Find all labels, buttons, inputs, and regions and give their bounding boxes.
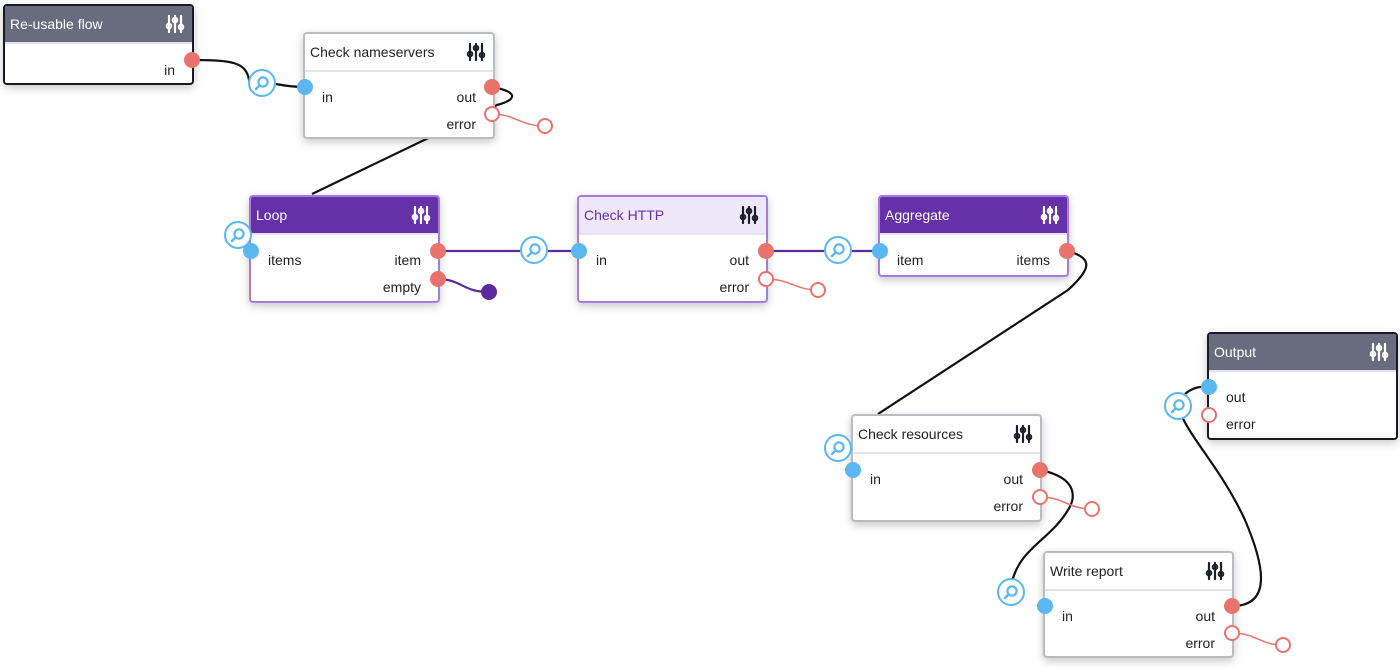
magnifier-icon <box>1170 399 1185 414</box>
port-output-out[interactable] <box>1201 379 1217 395</box>
port-label-out: out <box>729 252 749 268</box>
port-write-report-out[interactable] <box>1224 598 1240 614</box>
inspect-button[interactable] <box>248 69 276 97</box>
port-label-items: items <box>268 252 302 268</box>
settings-icon[interactable] <box>739 205 759 225</box>
inspect-button[interactable] <box>520 236 548 264</box>
node-header: Loop <box>251 197 438 235</box>
port-label-in: in <box>870 471 881 487</box>
inspect-button[interactable] <box>824 236 852 264</box>
node-loop[interactable]: Loop items item empty <box>249 195 440 303</box>
port-write-report-in[interactable] <box>1037 598 1053 614</box>
port-aggregate-items[interactable] <box>1059 243 1075 259</box>
node-header: Check nameservers <box>305 34 493 72</box>
node-header: Check resources <box>853 416 1040 454</box>
port-label-out: out <box>1226 389 1246 405</box>
magnifier-icon <box>254 76 269 91</box>
node-write-report[interactable]: Write report in out error <box>1043 551 1234 658</box>
free-connector[interactable] <box>810 282 826 298</box>
port-output-error[interactable] <box>1201 407 1217 423</box>
port-check-http-error[interactable] <box>758 271 774 287</box>
node-header: Aggregate <box>880 197 1067 235</box>
port-label-item: item <box>897 252 924 268</box>
port-label-error: error <box>446 116 476 132</box>
port-check-nameservers-error[interactable] <box>484 106 500 122</box>
settings-icon[interactable] <box>165 14 185 34</box>
node-header: Check HTTP <box>579 197 766 235</box>
settings-icon[interactable] <box>1040 205 1060 225</box>
port-check-resources-in[interactable] <box>845 462 861 478</box>
port-check-http-in[interactable] <box>571 243 587 259</box>
node-output[interactable]: Output out error <box>1207 332 1398 440</box>
port-loop-item[interactable] <box>430 243 446 259</box>
free-connector[interactable] <box>1275 637 1291 653</box>
port-reusable-flow-in[interactable] <box>184 52 200 68</box>
port-label-error: error <box>719 279 749 295</box>
inspect-button[interactable] <box>824 434 852 462</box>
node-check-nameservers[interactable]: Check nameservers in out error <box>303 32 495 139</box>
magnifier-icon <box>230 228 245 243</box>
port-label-error: error <box>1226 416 1256 432</box>
node-title: Aggregate <box>885 207 950 223</box>
port-label-out: out <box>1003 471 1023 487</box>
magnifier-icon <box>830 243 845 258</box>
port-label-item: item <box>394 252 421 268</box>
node-reusable-flow[interactable]: Re-usable flow in <box>3 4 194 85</box>
node-title: Write report <box>1050 563 1123 579</box>
port-loop-items[interactable] <box>243 243 259 259</box>
port-label-in: in <box>322 89 333 105</box>
port-label-in: in <box>1062 608 1073 624</box>
port-loop-empty[interactable] <box>430 271 446 287</box>
settings-icon[interactable] <box>466 42 486 62</box>
node-title: Output <box>1214 344 1257 360</box>
inspect-button[interactable] <box>1164 392 1192 420</box>
wire-resources-to-report[interactable] <box>1010 468 1074 583</box>
wire-reusable-to-nameservers[interactable] <box>191 58 251 83</box>
port-label-out: out <box>1195 608 1215 624</box>
port-label-out: out <box>456 89 476 105</box>
node-header: Write report <box>1045 553 1232 591</box>
port-label-in: in <box>164 62 175 78</box>
node-check-resources[interactable]: Check resources in out error <box>851 414 1042 522</box>
port-aggregate-item[interactable] <box>872 243 888 259</box>
node-title: Re-usable flow <box>10 16 103 32</box>
node-aggregate[interactable]: Aggregate item items <box>878 195 1069 277</box>
port-check-resources-out[interactable] <box>1032 462 1048 478</box>
port-label-in: in <box>596 252 607 268</box>
port-label-empty: empty <box>382 279 421 295</box>
port-check-nameservers-in[interactable] <box>297 79 313 95</box>
node-check-http[interactable]: Check HTTP in out error <box>577 195 768 303</box>
settings-icon[interactable] <box>1013 424 1033 444</box>
port-label-items: items <box>1016 252 1050 268</box>
magnifier-icon <box>526 243 541 258</box>
port-write-report-error[interactable] <box>1224 625 1240 641</box>
port-label-error: error <box>1185 635 1215 651</box>
wire-report-to-output[interactable] <box>1178 411 1263 608</box>
port-check-http-out[interactable] <box>758 243 774 259</box>
free-connector[interactable] <box>1084 501 1100 517</box>
settings-icon[interactable] <box>1369 342 1389 362</box>
free-connector[interactable] <box>537 118 553 134</box>
magnifier-icon <box>1003 585 1018 600</box>
node-title: Loop <box>256 207 288 223</box>
port-check-nameservers-out[interactable] <box>484 79 500 95</box>
port-label-error: error <box>993 498 1023 514</box>
settings-icon[interactable] <box>1205 561 1225 581</box>
settings-icon[interactable] <box>411 205 431 225</box>
magnifier-icon <box>830 441 845 456</box>
port-check-resources-error[interactable] <box>1032 489 1048 505</box>
node-title: Check resources <box>858 426 964 442</box>
node-title: Check nameservers <box>310 44 435 60</box>
wire-aggregate-to-resources[interactable] <box>877 249 1088 415</box>
free-connector[interactable] <box>481 284 497 300</box>
node-header: Output <box>1209 334 1396 372</box>
node-header: Re-usable flow <box>5 6 192 44</box>
inspect-button[interactable] <box>997 578 1025 606</box>
node-title: Check HTTP <box>584 207 665 223</box>
